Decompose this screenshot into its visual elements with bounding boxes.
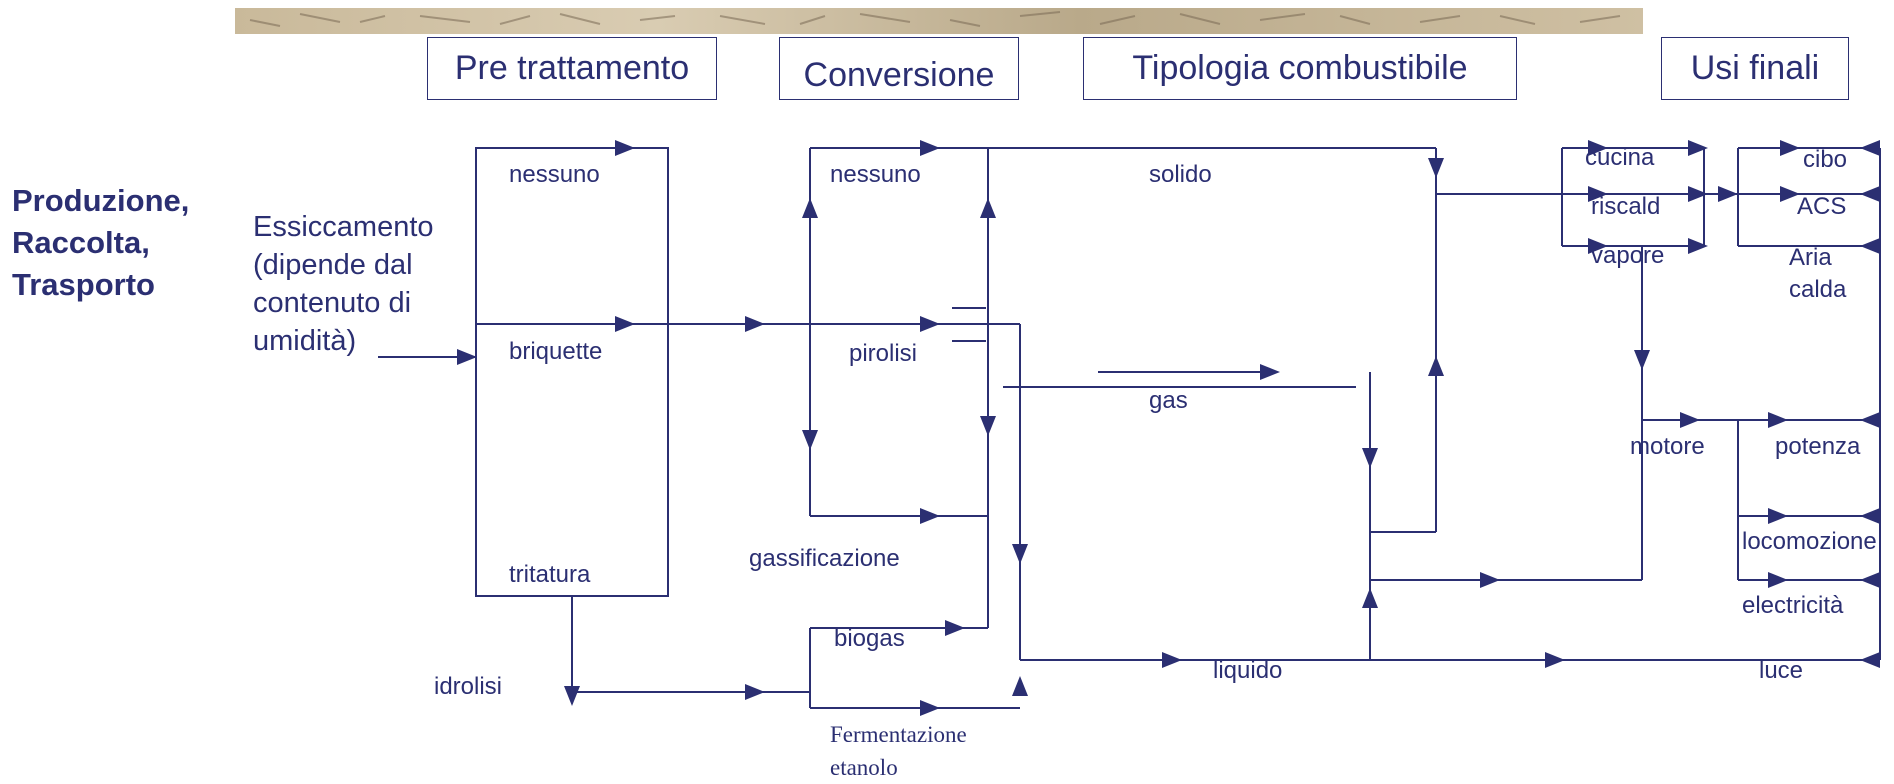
label-locomotion: locomozione [1742, 528, 1877, 555]
side-title-line: Produzione, [12, 183, 190, 218]
label-power: potenza [1775, 433, 1861, 460]
label-liquid: liquido [1213, 657, 1283, 684]
label-hot-air: Aria calda [1789, 242, 1846, 306]
label-fermentation-line: Fermentazione [830, 722, 967, 747]
banner-texture [249, 11, 1621, 27]
side-title-line: Trasporto [12, 267, 155, 302]
label-fermentation-line: etanolo [830, 755, 898, 780]
label-hot-air-line: calda [1789, 276, 1847, 303]
label-gasification: gassificazione [749, 545, 900, 572]
drying-note-line: contenuto di [253, 287, 412, 319]
label-pyrolysis: pirolisi [849, 340, 918, 367]
drying-note: Essiccamento (dipende dal contenuto di u… [253, 208, 434, 360]
side-title-line: Raccolta, [12, 225, 150, 260]
label-briquette: briquette [509, 338, 603, 365]
label-light: luce [1759, 657, 1804, 684]
drying-note-line: Essiccamento [253, 211, 434, 243]
label-gas: gas [1149, 387, 1188, 414]
label-hydrolysis: idrolisi [434, 673, 503, 700]
label-fermentation: Fermentazione etanolo [830, 718, 967, 784]
header-pretreatment: Pre trattamento [427, 37, 717, 100]
label-heating: riscald [1591, 193, 1661, 220]
connector-lines [378, 147, 1881, 709]
side-title: Produzione, Raccolta, Trasporto [12, 180, 189, 306]
header-fuel-type: Tipologia combustibile [1083, 37, 1517, 100]
label-solid: solido [1149, 161, 1212, 188]
label-electricity: electricità [1742, 592, 1844, 619]
label-hot-air-line: Aria [1789, 244, 1832, 271]
label-biogas: biogas [834, 625, 905, 652]
label-kitchen: cucina [1585, 144, 1655, 171]
label-food: cibo [1803, 146, 1848, 173]
label-engine: motore [1630, 433, 1705, 460]
header-conversion: Conversione [779, 37, 1019, 100]
label-pretreatment-none: nessuno [509, 161, 600, 188]
label-conversion-none: nessuno [830, 161, 921, 188]
label-shredding: tritatura [509, 561, 591, 588]
label-hot-water: ACS [1797, 193, 1847, 220]
arrowheads [457, 140, 1880, 716]
drying-note-line: (dipende dal [253, 249, 413, 281]
drying-note-line: umidità) [253, 325, 357, 357]
label-steam: vapore [1591, 242, 1665, 269]
header-end-uses: Usi finali [1661, 37, 1849, 100]
